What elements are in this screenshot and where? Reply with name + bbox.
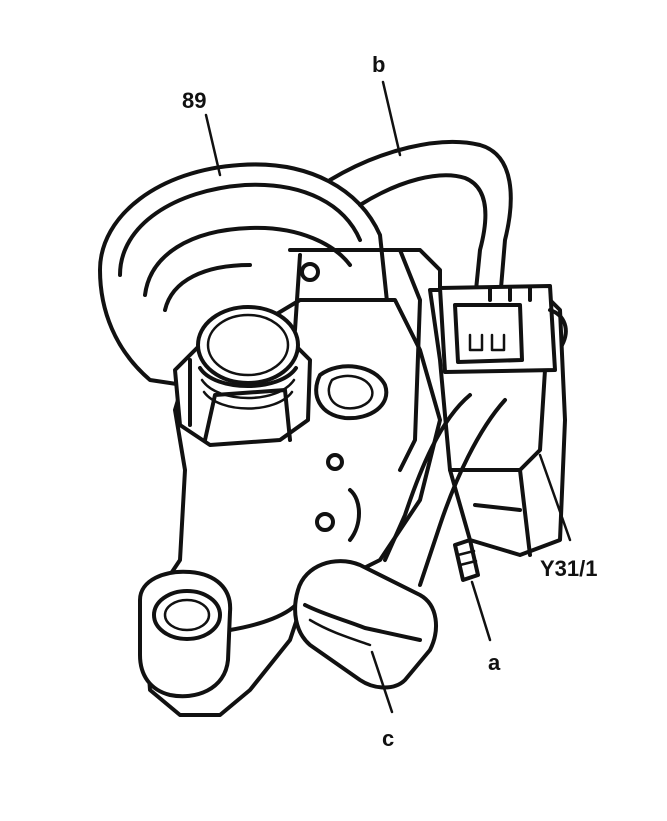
label-c: c	[382, 726, 394, 751]
threaded-port	[173, 305, 312, 447]
leader-y31	[538, 453, 572, 542]
connector-pin	[453, 538, 480, 582]
label-y31-1: Y31/1	[540, 556, 598, 581]
leader-c	[370, 650, 394, 714]
solenoid-valve	[428, 284, 568, 557]
pipe-and-clamp	[293, 393, 507, 690]
label-a: a	[488, 650, 501, 675]
mounting-foot	[138, 569, 302, 699]
vacuum-hose	[328, 139, 513, 302]
leader-a	[470, 580, 492, 642]
label-b: b	[372, 52, 385, 77]
leader-b	[381, 80, 402, 157]
leader-89	[204, 113, 222, 177]
label-89: 89	[182, 88, 206, 113]
